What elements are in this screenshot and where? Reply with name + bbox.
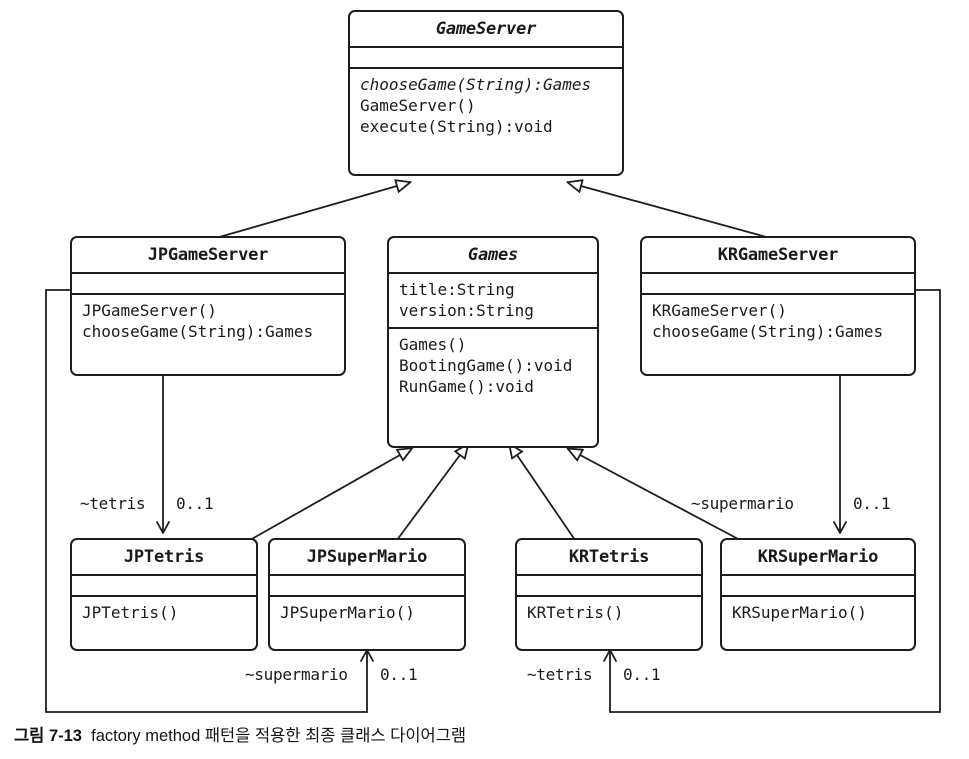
operation-row: chooseGame(String):Games <box>360 75 592 94</box>
attribute-row: title:String <box>399 280 515 299</box>
generalization-krgameserver-gameserver <box>581 186 771 239</box>
attribute-row: version:String <box>399 301 534 321</box>
association-multiplicity-label-kr-supermario: 0..1 <box>853 494 891 513</box>
operation-row: BootingGame():void <box>399 356 573 376</box>
association-role-label-jp-supermario: ~supermario <box>245 665 348 684</box>
class-name-krsupermario: KRSuperMario <box>722 540 914 576</box>
generalization-jptetris-games <box>249 455 400 541</box>
attributes-compartment-krsupermario <box>722 576 914 597</box>
operations-compartment-krsupermario: KRSuperMario() <box>722 597 914 629</box>
attributes-compartment-gameserver <box>350 48 622 69</box>
operations-compartment-krtetris: KRTetris() <box>517 597 701 629</box>
generalization-krtetris-games <box>517 455 576 541</box>
attributes-compartment-jptetris <box>72 576 256 597</box>
association-multiplicity-label-jp-tetris: 0..1 <box>176 494 214 513</box>
operation-row: JPSuperMario() <box>280 603 415 622</box>
operations-compartment-gameserver: chooseGame(String):Games GameServer() ex… <box>350 69 622 143</box>
class-box-gameserver[interactable]: GameServer chooseGame(String):Games Game… <box>348 10 624 176</box>
class-name-jpgameserver: JPGameServer <box>72 238 344 274</box>
operations-compartment-jpsupermario: JPSuperMario() <box>270 597 464 629</box>
generalization-jpgameserver-gameserver <box>215 186 397 239</box>
class-box-krtetris[interactable]: KRTetris KRTetris() <box>515 538 703 651</box>
association-role-label-jp-tetris: ~tetris <box>80 494 146 513</box>
operations-compartment-games: Games() BootingGame():void RunGame():voi… <box>389 329 597 403</box>
association-krgameserver-krtetris <box>603 289 941 713</box>
attributes-compartment-jpgameserver <box>72 274 344 295</box>
association-jpgameserver-jpsupermario <box>45 289 374 713</box>
class-box-games[interactable]: Games title:String version:String Games(… <box>387 236 599 448</box>
class-box-jptetris[interactable]: JPTetris JPTetris() <box>70 538 258 651</box>
class-box-krsupermario[interactable]: KRSuperMario KRSuperMario() <box>720 538 916 651</box>
class-name-jptetris: JPTetris <box>72 540 256 576</box>
generalization-jpsupermario-games <box>396 455 460 541</box>
operations-compartment-jpgameserver: JPGameServer() chooseGame(String):Games <box>72 295 344 348</box>
attributes-compartment-krtetris <box>517 576 701 597</box>
association-role-label-kr-supermario: ~supermario <box>691 494 794 513</box>
class-name-games: Games <box>389 238 597 274</box>
association-role-label-kr-tetris: ~tetris <box>527 665 593 684</box>
class-name-jpsupermario: JPSuperMario <box>270 540 464 576</box>
attributes-compartment-jpsupermario <box>270 576 464 597</box>
association-multiplicity-label-kr-tetris: 0..1 <box>623 665 661 684</box>
class-box-jpsupermario[interactable]: JPSuperMario JPSuperMario() <box>268 538 466 651</box>
class-name-gameserver: GameServer <box>350 12 622 48</box>
class-name-krgameserver: KRGameServer <box>642 238 914 274</box>
operation-row: chooseGame(String):Games <box>82 322 314 342</box>
figure-caption-text: factory method 패턴을 적용한 최종 클래스 다이어그램 <box>91 727 467 745</box>
operation-row: JPGameServer() <box>82 301 217 320</box>
figure-caption-number: 그림 7-13 <box>14 727 82 745</box>
generalization-krsupermario-games <box>580 455 741 541</box>
figure-caption: 그림 7-13 factory method 패턴을 적용한 최종 클래스 다이… <box>14 722 466 746</box>
operation-row: KRGameServer() <box>652 301 787 320</box>
class-box-jpgameserver[interactable]: JPGameServer JPGameServer() chooseGame(S… <box>70 236 346 376</box>
operation-row: execute(String):void <box>360 117 553 137</box>
attributes-compartment-games: title:String version:String <box>389 274 597 330</box>
operation-row: RunGame():void <box>399 377 534 397</box>
operation-row: chooseGame(String):Games <box>652 322 884 342</box>
operation-row: Games() <box>399 335 467 355</box>
operation-row: GameServer() <box>360 96 476 116</box>
attributes-compartment-krgameserver <box>642 274 914 295</box>
operation-row: KRTetris() <box>527 603 624 622</box>
operations-compartment-jptetris: JPTetris() <box>72 597 256 629</box>
operation-row: JPTetris() <box>82 603 179 622</box>
association-multiplicity-label-jp-supermario: 0..1 <box>380 665 418 684</box>
class-name-krtetris: KRTetris <box>517 540 701 576</box>
operations-compartment-krgameserver: KRGameServer() chooseGame(String):Games <box>642 295 914 348</box>
operation-row: KRSuperMario() <box>732 603 867 622</box>
class-box-krgameserver[interactable]: KRGameServer KRGameServer() chooseGame(S… <box>640 236 916 376</box>
